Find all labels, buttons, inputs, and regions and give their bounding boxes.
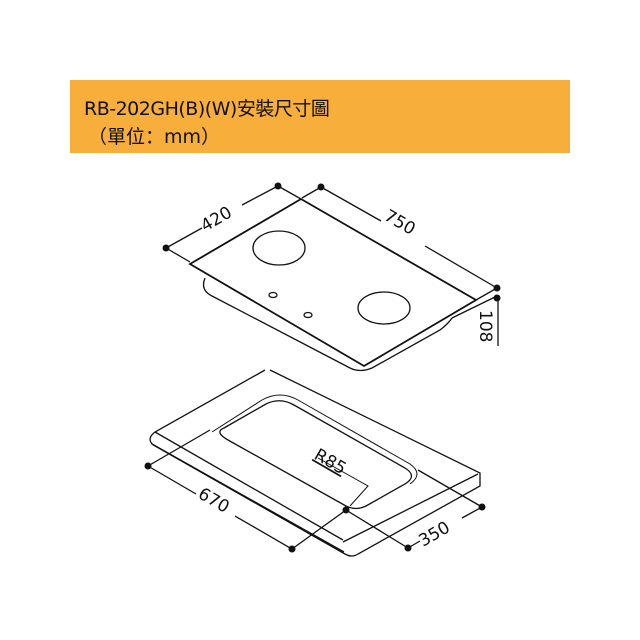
dim-depth: 420 xyxy=(198,203,236,237)
cutout-dimension-lines: 670 350 R85 xyxy=(144,429,486,553)
hob-drawing xyxy=(188,197,498,372)
burner-left xyxy=(252,230,306,266)
cutout-outline xyxy=(219,400,413,510)
dim-cutout-depth: 350 xyxy=(416,518,454,552)
burner-right xyxy=(357,291,411,325)
dim-width: 750 xyxy=(381,206,419,240)
title-banner xyxy=(70,80,570,153)
dim-cutout-width: 670 xyxy=(195,484,233,518)
unit-label: （單位：mm） xyxy=(88,126,221,148)
countertop-drawing xyxy=(149,369,481,557)
diagram-title: RB-202GH(B)(W)安裝尺寸圖 xyxy=(84,98,330,120)
knob xyxy=(268,291,278,299)
dim-height: 108 xyxy=(475,310,495,342)
knob xyxy=(303,311,313,319)
dim-corner-radius: R85 xyxy=(311,445,350,479)
